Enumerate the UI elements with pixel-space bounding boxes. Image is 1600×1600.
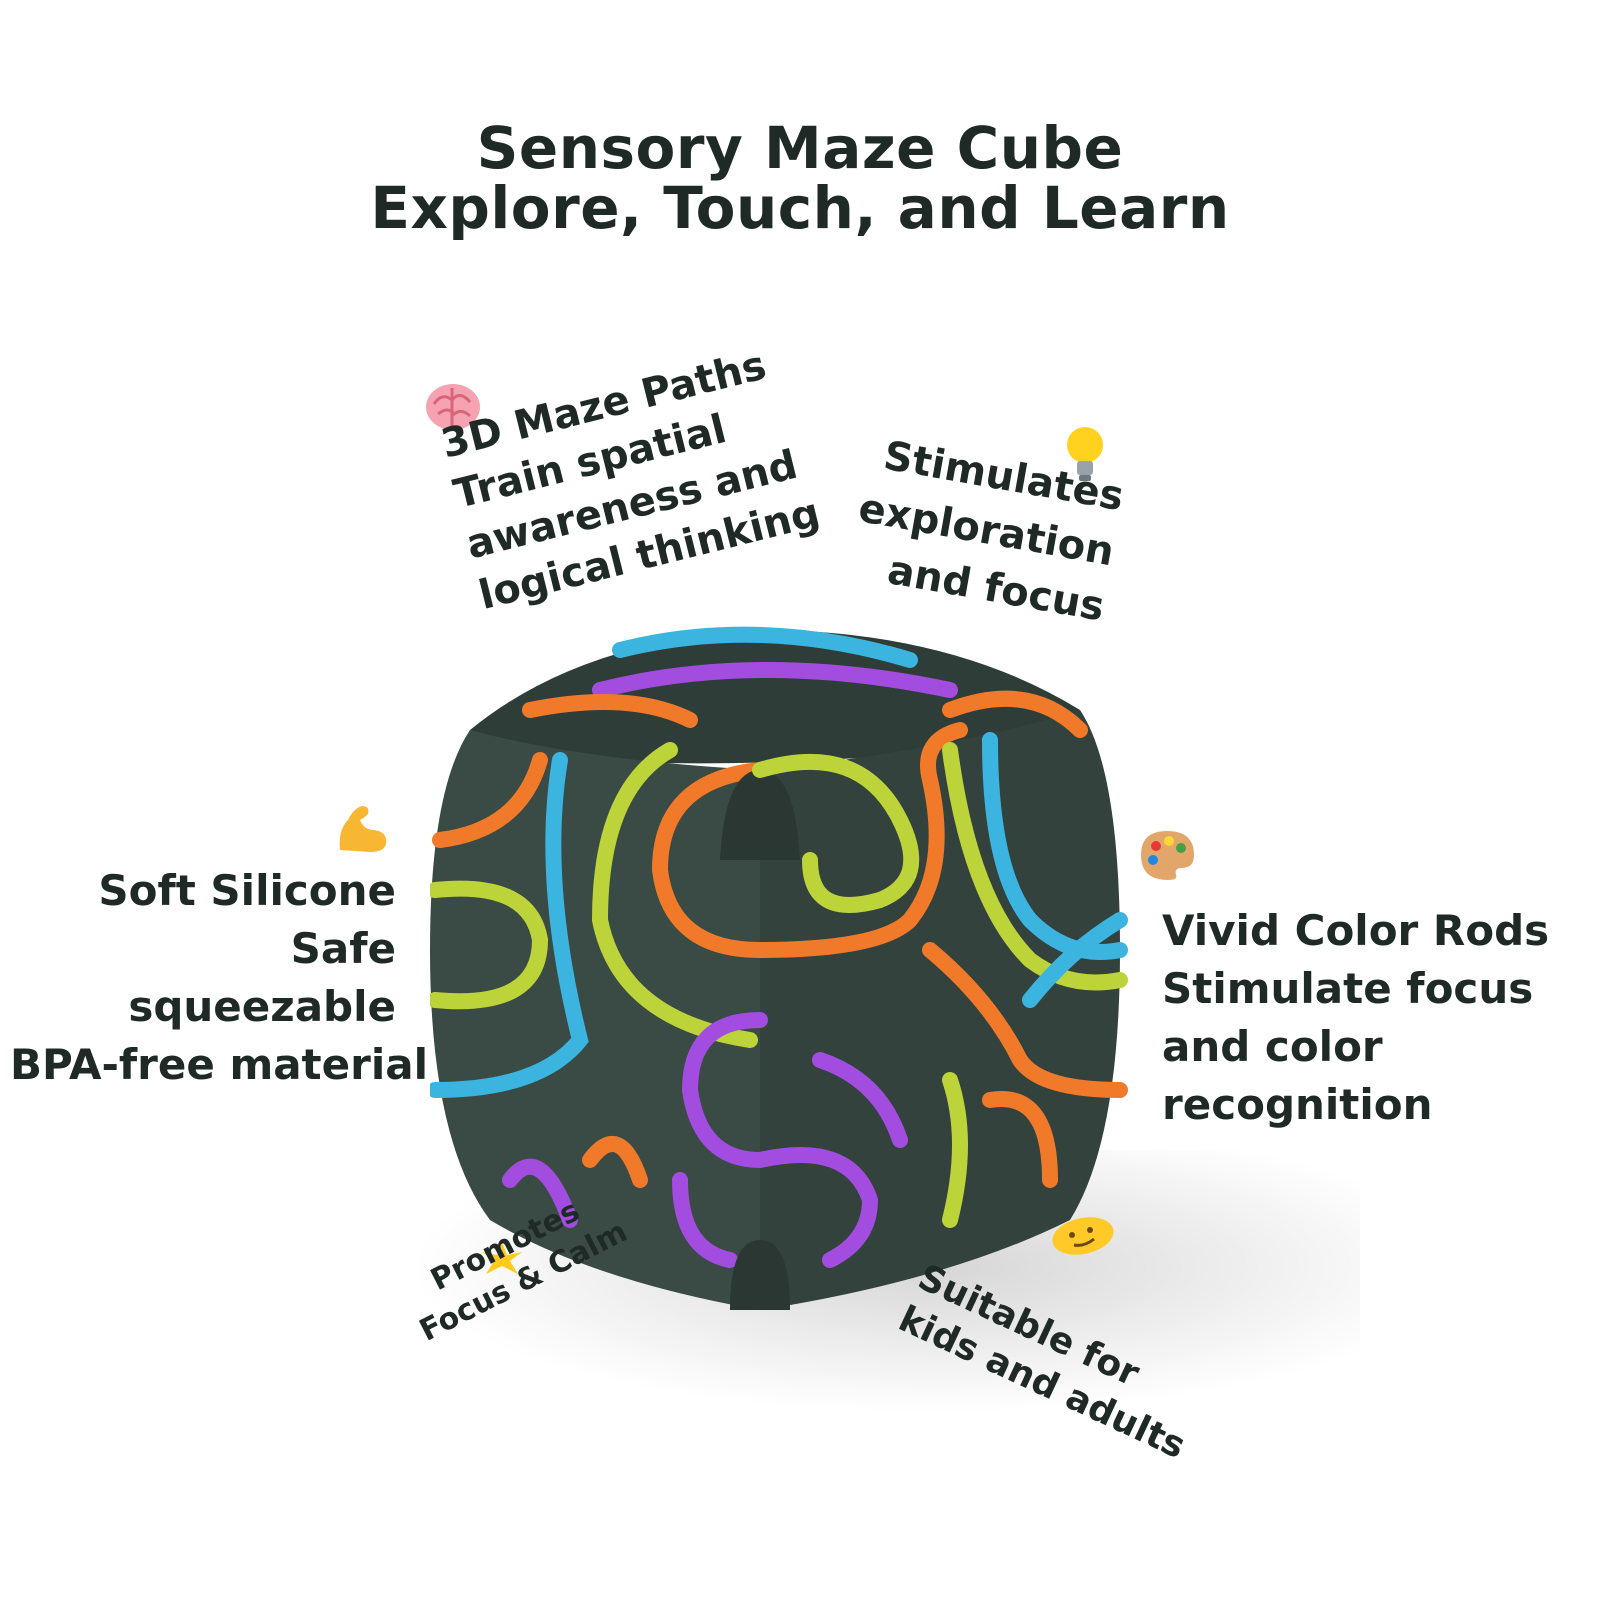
rod-purple-top <box>592 662 958 698</box>
rod-orange-right-3 <box>982 1091 1058 1188</box>
rod-blue-top <box>612 626 918 668</box>
rod-purple-right-2 <box>812 1052 908 1148</box>
cube-left-face <box>430 730 760 1310</box>
callout-color-line-3: and color <box>1162 1022 1383 1071</box>
brain-icon <box>424 380 482 438</box>
maze-cube-svg <box>430 626 1128 1310</box>
callout-vivid-color-rods: Vivid Color Rods Stimulate focus and col… <box>1162 902 1549 1134</box>
callout-silicone-line-2: Safe <box>290 924 396 973</box>
smiley-icon <box>1050 1215 1116 1261</box>
rod-orange-top-right <box>942 690 1088 738</box>
rod-lime-right-3 <box>942 1072 968 1228</box>
lightbulb-icon <box>1064 425 1106 487</box>
rod-orange-right <box>752 722 968 958</box>
rod-blue-left-1 <box>430 752 589 1098</box>
rod-purple-left-2 <box>681 1012 768 1168</box>
callout-color-line-4: recognition <box>1162 1080 1433 1129</box>
cube-bottom-dome <box>730 1240 790 1310</box>
callout-silicone-line-3: squeezable <box>128 982 396 1031</box>
palette-icon <box>1138 828 1196 886</box>
rod-orange-right-2 <box>922 942 1128 1098</box>
rod-lime-right <box>752 753 920 913</box>
rod-blue-right-2 <box>1022 912 1128 1008</box>
title-line-2: Explore, Touch, and Learn <box>370 174 1230 242</box>
callout-silicone-line-4: BPA-free material <box>10 1040 428 1089</box>
cube-top-face <box>470 630 1080 764</box>
flexed-bicep-icon <box>334 800 390 860</box>
rod-orange-left-2 <box>651 762 768 958</box>
callout-silicone-line-1: Soft Silicone <box>98 866 396 915</box>
title-line-1: Sensory Maze Cube <box>476 114 1124 182</box>
rod-orange-left-3 <box>582 1136 648 1188</box>
sparkle-icon <box>470 1240 534 1284</box>
rod-purple-right <box>752 1147 879 1268</box>
callout-color-line-2: Stimulate focus <box>1162 964 1534 1013</box>
callout-maze-paths: 3D Maze Paths Train spatial awareness an… <box>436 336 825 622</box>
callout-color-line-1: Vivid Color Rods <box>1162 906 1550 955</box>
rod-purple-left <box>502 1158 578 1228</box>
cube-center-dome <box>720 770 800 860</box>
rod-lime-right-2 <box>942 742 1128 991</box>
rod-orange-top <box>522 694 698 728</box>
rod-orange-left <box>432 752 548 848</box>
rod-lime-left-2 <box>430 932 548 1010</box>
rod-lime-left-3 <box>591 742 758 1048</box>
maze-cube-illustration <box>430 620 1130 1310</box>
rod-purple-left-3 <box>672 1172 738 1268</box>
page-title: Sensory Maze Cube Explore, Touch, and Le… <box>0 118 1600 238</box>
rod-lime-left-1 <box>430 880 548 948</box>
callout-soft-silicone: Soft Silicone Safe squeezable BPA-free m… <box>10 862 428 1094</box>
